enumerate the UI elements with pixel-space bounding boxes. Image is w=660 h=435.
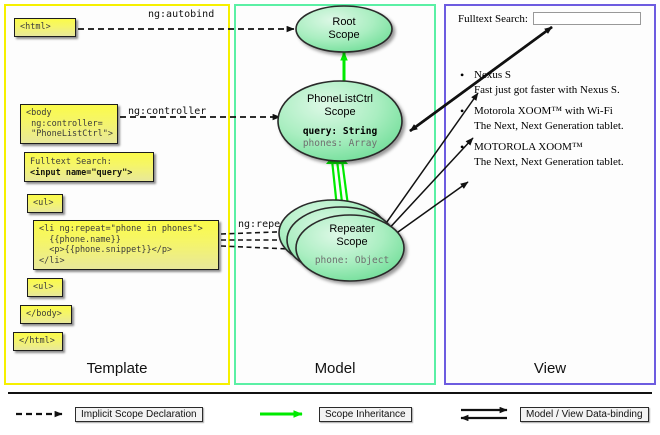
phone-snippet: The Next, Next Generation tablet. [474,120,624,132]
list-item: Nexus S [452,68,650,83]
legend-scope-inherit: Scope Inheritance [258,405,412,423]
view-search-label: Fulltext Search: [458,12,528,25]
relation-label-repeat: ng:repeat [238,219,293,230]
double-arrow-icon [460,406,508,422]
fulltext-search-input-markup: <input name="query"> [30,167,133,178]
green-arrow-icon [260,410,303,418]
legend-data-binding-label: Model / View Data-binding [520,406,649,422]
legend-implicit-scope-label: Implicit Scope Declaration [75,406,203,422]
list-item: MOTOROLA XOOM™ [452,140,650,155]
fulltext-search-box: Fulltext Search: <input name="query"> [24,152,154,182]
relation-label-controller: ng:controller [128,106,207,117]
html-close-box: </html> [13,332,63,351]
legend-scope-inherit-label: Scope Inheritance [319,406,412,422]
legend-data-binding: Model / View Data-binding [459,405,649,423]
legend-divider [8,392,652,394]
panel-model: Model [234,4,436,385]
view-phone-list: Nexus S Fast just got faster with Nexus … [452,68,650,168]
fulltext-search-label: Fulltext Search: [30,157,112,167]
phone-name: Motorola XOOM™ with Wi-Fi [474,105,613,117]
legend: Implicit Scope Declaration Scope Inherit… [0,403,660,429]
ul-close-box: <ul> [27,278,63,297]
phone-snippet: The Next, Next Generation tablet. [474,156,624,168]
ul-open-box: <ul> [27,194,63,213]
view-search-input[interactable] [532,12,641,25]
html-open-box: <html> [14,18,76,37]
panel-template-label: Template [86,360,148,377]
panel-model-label: Model [314,360,356,377]
view-search-row: Fulltext Search: [458,12,650,25]
phone-name: Nexus S [474,69,511,81]
list-item: Motorola XOOM™ with Wi-Fi [452,104,650,119]
li-repeat-box: <li ng:repeat="phone in phones"> {{phone… [33,220,219,270]
panel-view-label: View [533,360,567,377]
body-controller-box: <body ng:controller= "PhoneListCtrl"> [20,104,118,144]
phone-name: MOTOROLA XOOM™ [474,141,583,153]
dashed-arrow-icon [16,410,63,418]
body-close-box: </body> [20,305,72,324]
phone-snippet: Fast just got faster with Nexus S. [474,84,620,96]
view-rendered-output: Fulltext Search: Nexus S Fast just got f… [452,12,650,177]
legend-implicit-scope: Implicit Scope Declaration [14,405,203,423]
relation-label-autobind: ng:autobind [148,9,215,20]
